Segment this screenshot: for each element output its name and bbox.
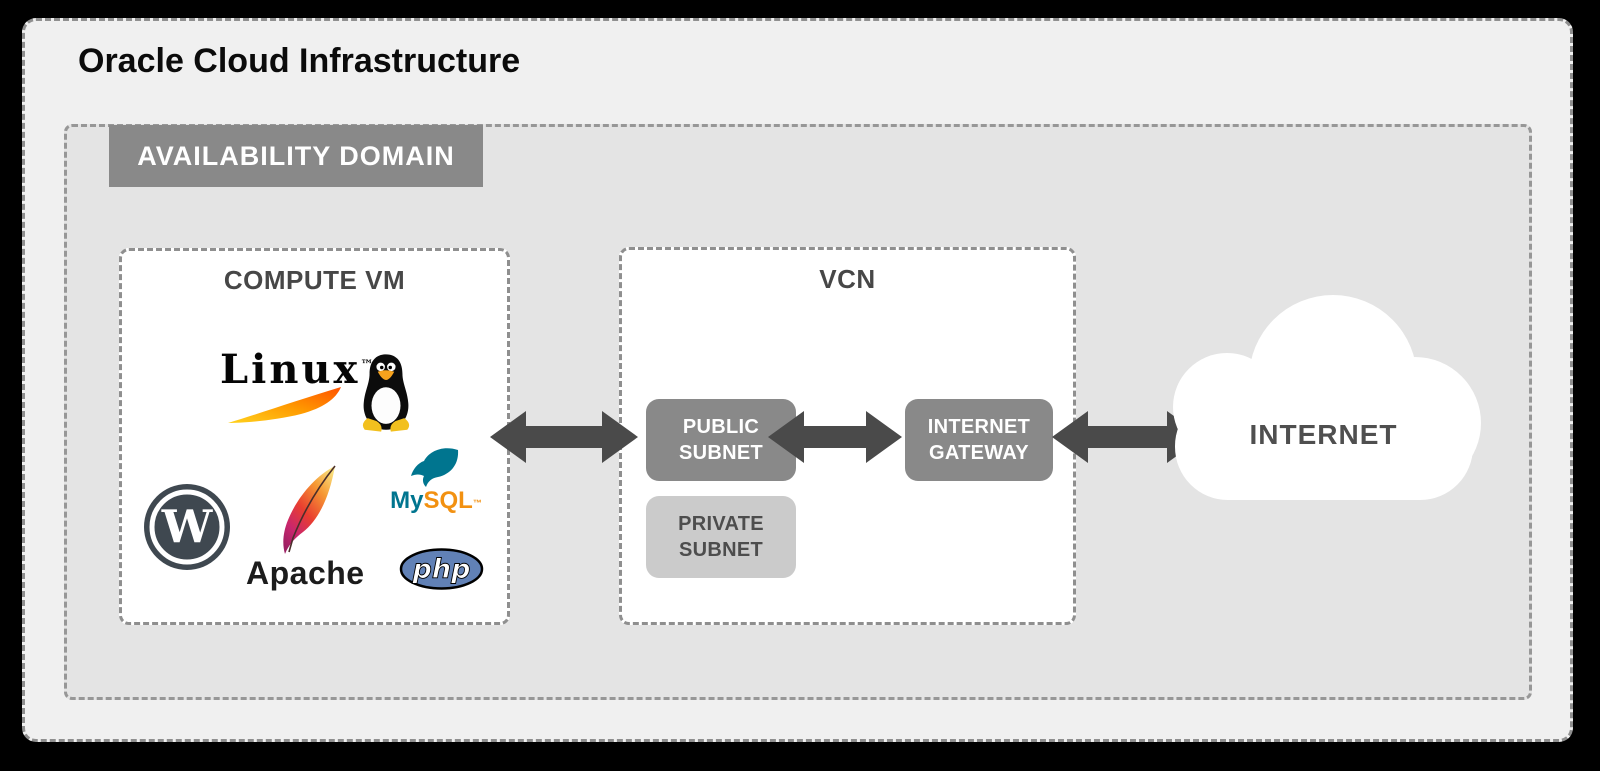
apache-wordmark: Apache — [246, 555, 365, 591]
apache-feather-icon — [283, 465, 336, 554]
internet-label: INTERNET — [1249, 419, 1398, 450]
wordpress-logo: W — [144, 484, 230, 570]
linux-swoosh-icon — [228, 387, 341, 423]
page-title: Oracle Cloud Infrastructure — [78, 42, 521, 80]
internet-cloud-icon — [1173, 295, 1481, 500]
svg-text:W: W — [161, 500, 214, 553]
svg-text:php: php — [412, 554, 471, 585]
arrow-compute-to-public-subnet-icon — [490, 411, 638, 463]
public-subnet-node: PUBLIC SUBNET — [646, 399, 796, 481]
compute-vm-box: COMPUTE VM Linux™ — [119, 248, 510, 625]
internet-gateway-node: INTERNET GATEWAY — [905, 399, 1053, 481]
linux-logo: Linux™ — [220, 347, 415, 435]
vcn-title: VCN — [819, 264, 876, 294]
arrow-internet-gateway-to-internet-icon — [1052, 411, 1203, 463]
mysql-logo: MySQL™ — [390, 447, 482, 515]
compute-vm-title: COMPUTE VM — [223, 265, 406, 295]
mysql-dolphin-icon — [411, 448, 459, 487]
availability-domain-label: AVAILABILITY DOMAIN — [109, 125, 483, 187]
arrow-public-subnet-to-internet-gateway-icon — [768, 411, 902, 463]
tux-penguin-icon — [363, 354, 410, 432]
php-logo: php — [399, 548, 484, 590]
linux-wordmark: Linux™ — [220, 346, 374, 393]
mysql-wordmark: MySQL™ — [390, 487, 482, 514]
private-subnet-node: PRIVATE SUBNET — [646, 496, 796, 578]
